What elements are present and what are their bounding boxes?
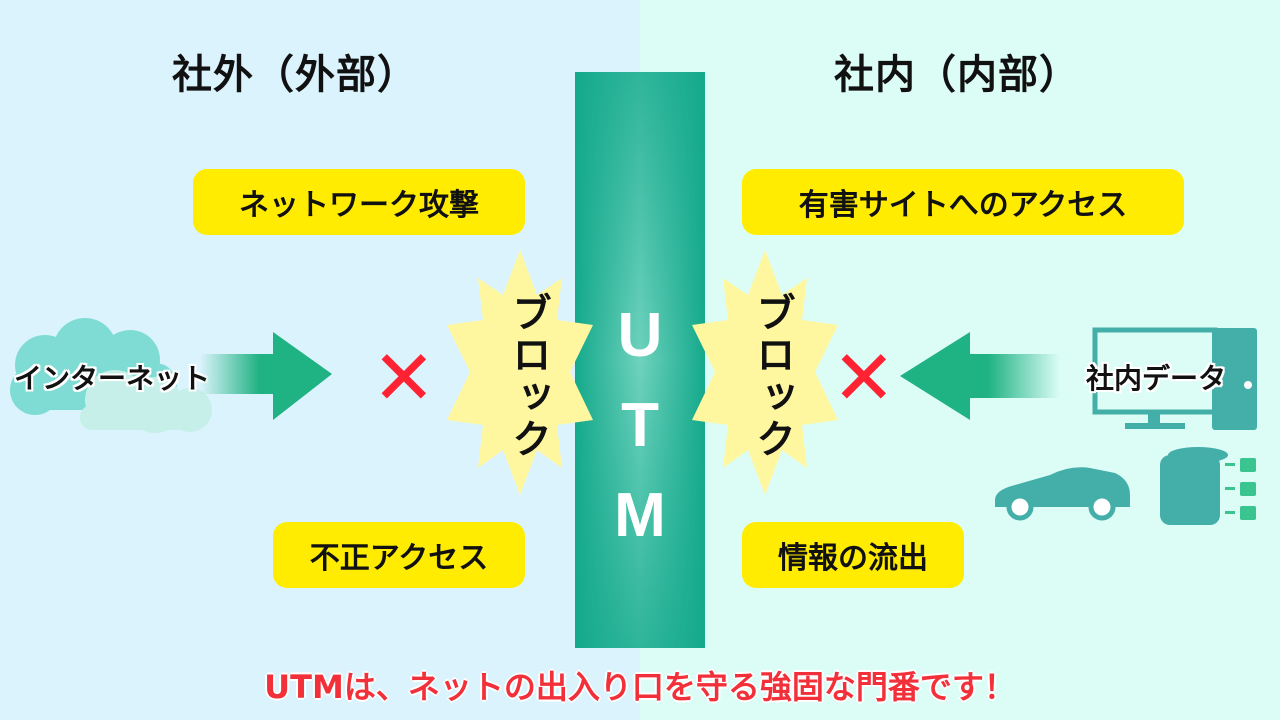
utm-letter-m: M bbox=[614, 481, 666, 550]
cross-icon: ✕ bbox=[832, 333, 896, 422]
block-burst bbox=[692, 250, 838, 495]
arrow-right-icon bbox=[200, 332, 332, 420]
tag-unauthorized-access: 不正アクセス bbox=[273, 522, 525, 588]
cross-icon: ✕ bbox=[372, 333, 436, 422]
block-burst bbox=[447, 250, 593, 495]
tag-harmful-site-access: 有害サイトへのアクセス bbox=[742, 169, 1184, 235]
footer-message: UTMは、ネットの出入り口を守る強固な門番です！ bbox=[264, 668, 1016, 706]
tag-data-leak: 情報の流出 bbox=[742, 522, 964, 588]
tag-network-attack: ネットワーク攻撃 bbox=[193, 169, 525, 235]
utm-letter-u: U bbox=[617, 301, 663, 370]
arrow-left-icon bbox=[900, 332, 1060, 420]
block-label-external: ブロック bbox=[505, 292, 551, 460]
internal-title: 社内（内部） bbox=[834, 52, 1080, 98]
cloud-icon bbox=[10, 318, 212, 433]
utm-letter-t: T bbox=[621, 391, 659, 460]
utm-pillar: U T M bbox=[575, 72, 705, 648]
block-label-internal: ブロック bbox=[749, 292, 795, 460]
external-title: 社外（外部） bbox=[172, 52, 418, 98]
internet-label: インターネット bbox=[14, 362, 211, 395]
internal-data-label: 社内データ bbox=[1086, 362, 1227, 395]
internal-devices-icon bbox=[995, 327, 1257, 525]
